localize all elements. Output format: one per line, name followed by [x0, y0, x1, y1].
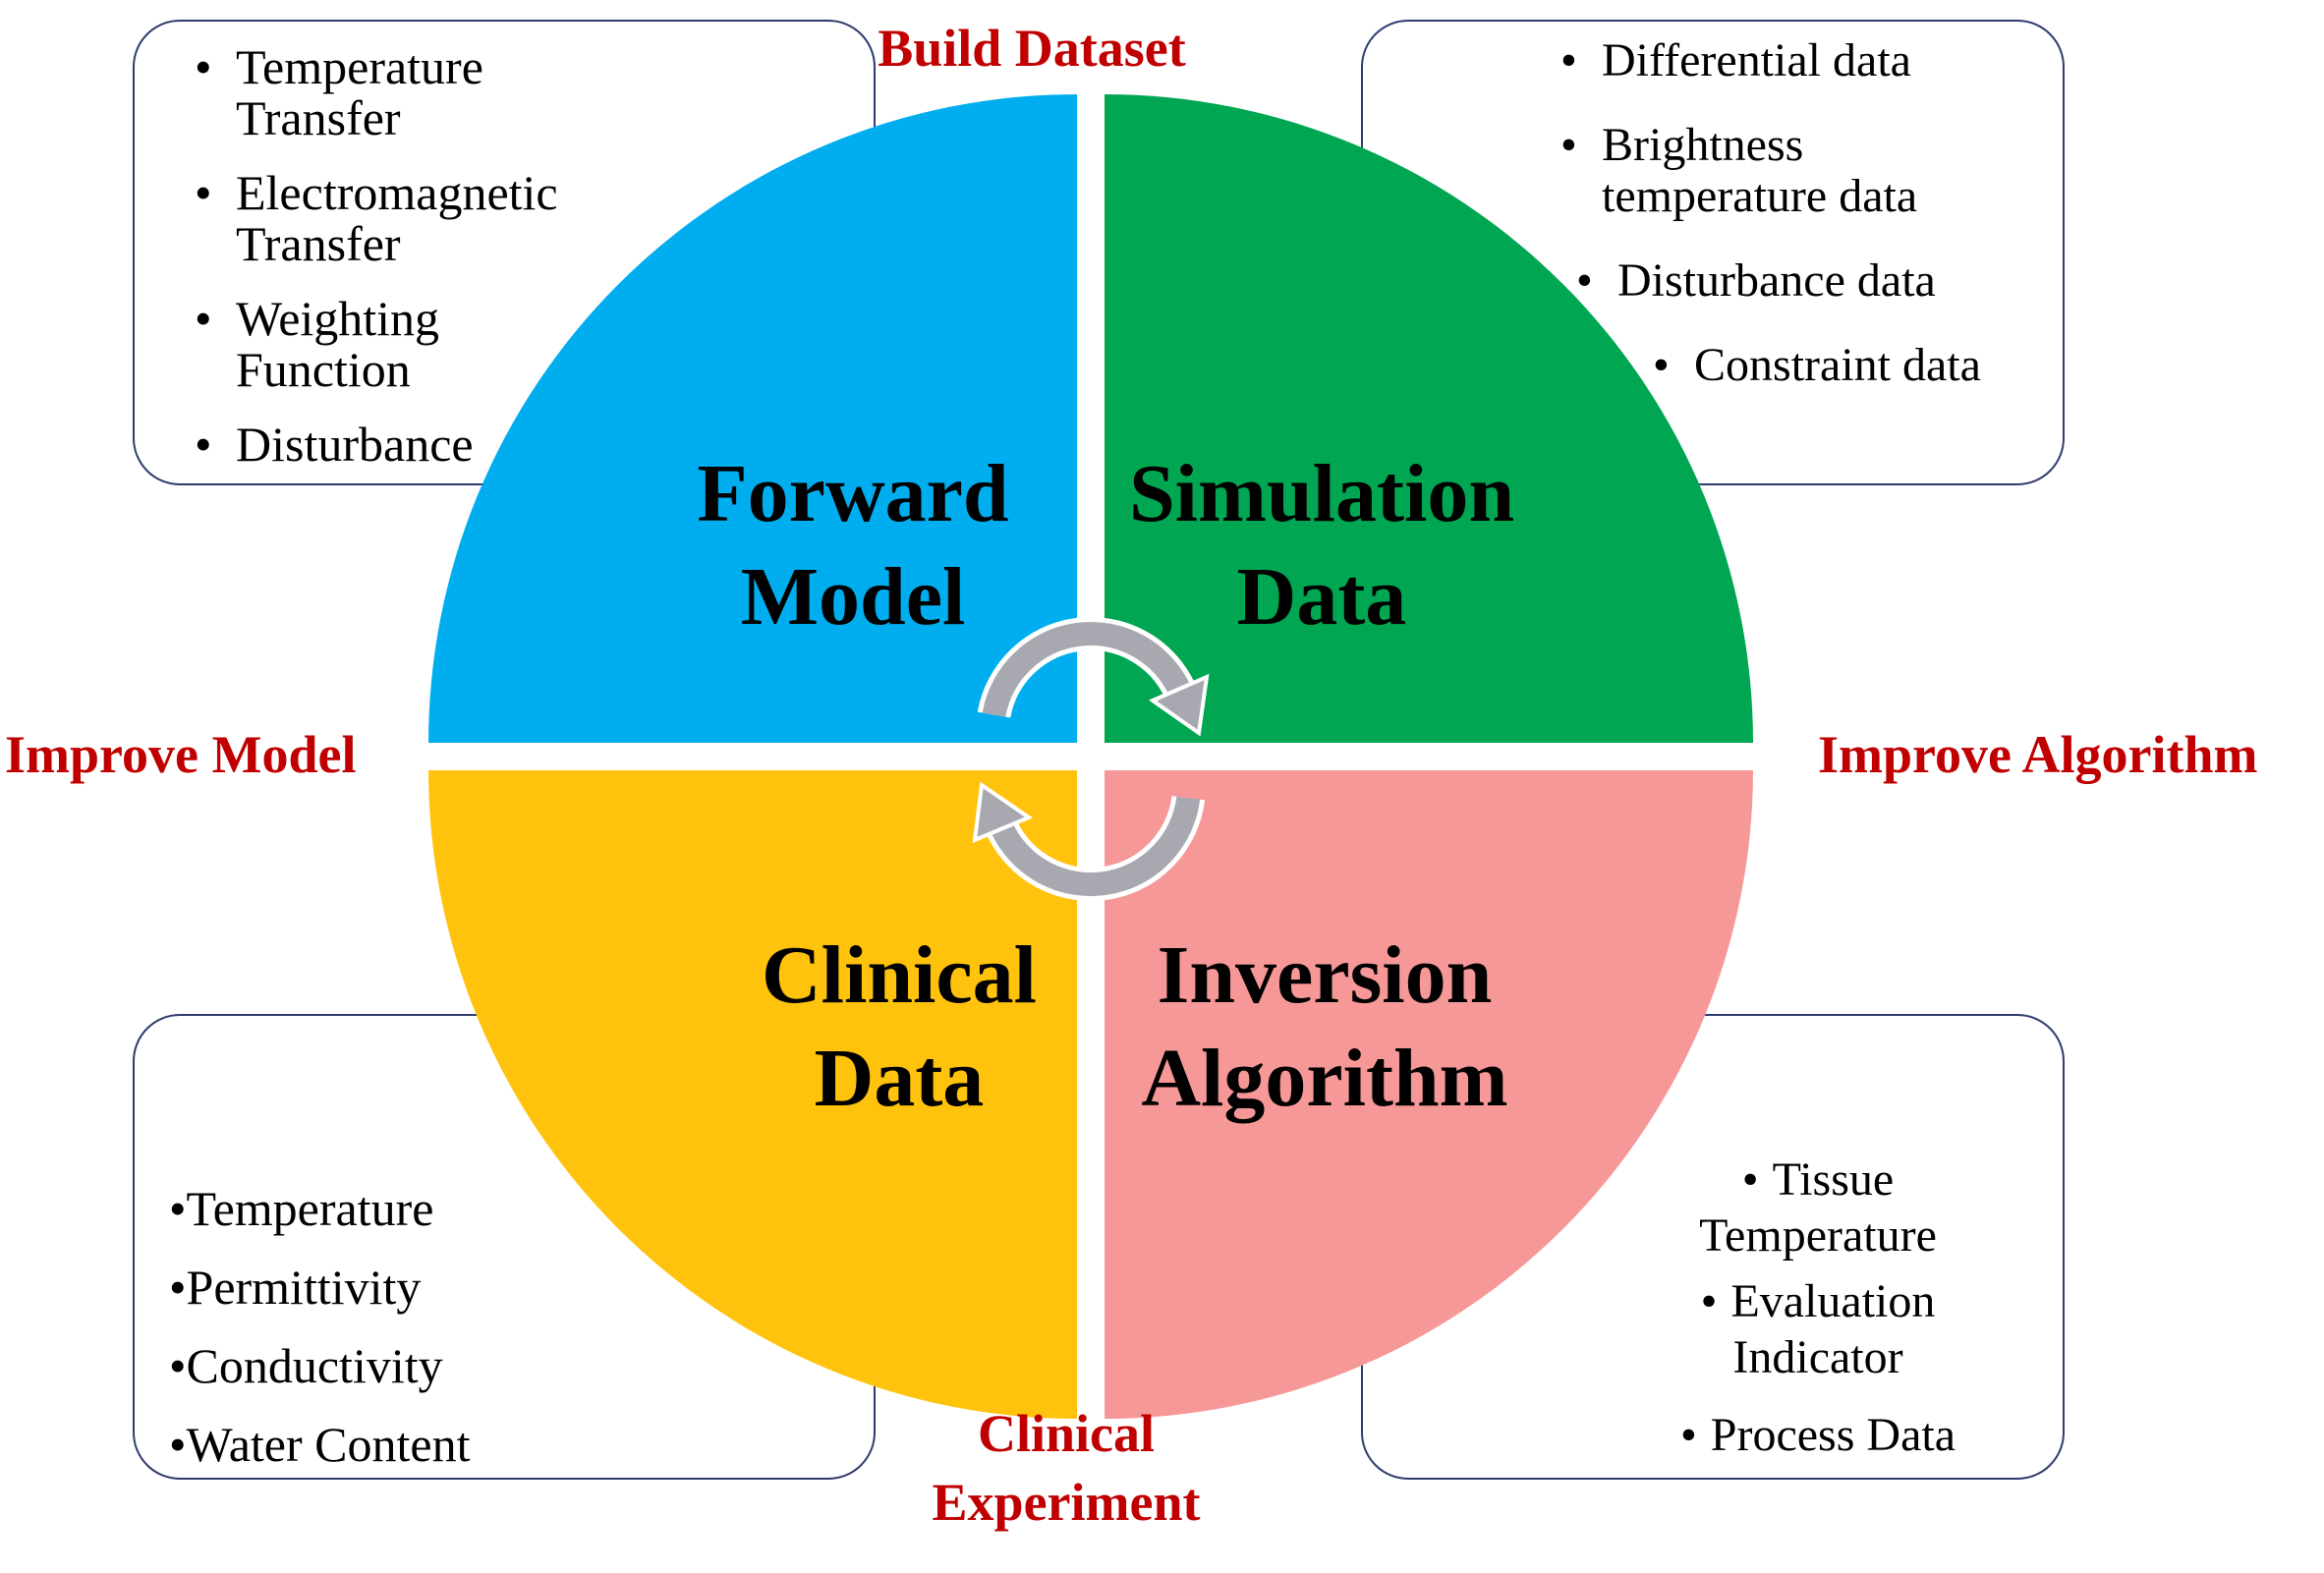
list-item-text: Temperature Transfer	[236, 39, 483, 145]
list-item-text: Water Content	[186, 1417, 471, 1472]
list-item-text: Disturbance data	[1617, 254, 1936, 307]
bullet-icon: •	[1700, 1275, 1718, 1327]
list-item: • Weighting Function	[187, 293, 580, 395]
bullet-icon: •	[195, 417, 212, 472]
list-item-text: Differential data	[1602, 34, 1911, 86]
bullet-icon: •	[1560, 119, 1577, 171]
simulation-data-bullet-list: • Differential data • Brightness tempera…	[1553, 35, 2014, 424]
cycle-arrows-icon	[972, 616, 1210, 902]
clinical-experiment-label: Clinical Experiment	[932, 1404, 1201, 1532]
list-item: • Disturbance data	[1553, 255, 2014, 307]
list-item-text: Brightness temperature data	[1602, 119, 1918, 222]
inversion-algorithm-title: Inversion Algorithm	[1141, 929, 1508, 1124]
list-item: • Brightness temperature data	[1553, 120, 2014, 222]
list-item-text: Constraint data	[1694, 339, 1981, 391]
list-item-text: Disturbance	[236, 417, 474, 472]
bullet-icon: •	[1576, 254, 1593, 307]
list-item: •Process Data	[1621, 1407, 2014, 1463]
list-item-text: Tissue Temperature	[1699, 1153, 1937, 1262]
forward-model-bullet-list: • Temperature Transfer • Electromagnetic…	[187, 41, 580, 493]
clinical-data-title: Clinical Data	[761, 929, 1037, 1124]
simulation-data-title: Simulation Data	[1128, 448, 1515, 643]
list-item: •Evaluation Indicator	[1621, 1273, 2014, 1385]
list-item: • Temperature Transfer	[187, 41, 580, 143]
improve-model-label: Improve Model	[5, 725, 357, 784]
list-item: • Differential data	[1553, 35, 2014, 86]
list-item: •Water Content	[169, 1420, 631, 1469]
list-item: • Electromagnetic Transfer	[187, 167, 580, 269]
bullet-icon: •	[169, 1260, 187, 1315]
list-item: •Tissue Temperature	[1621, 1152, 2014, 1264]
list-item: • Disturbance	[187, 419, 580, 470]
list-item-text: Temperature	[186, 1181, 434, 1236]
inversion-algorithm-bullet-list: •Tissue Temperature •Evaluation Indicato…	[1621, 1152, 2014, 1473]
list-item-text: Weighting Function	[236, 291, 440, 397]
list-item: •Temperature	[169, 1184, 631, 1233]
bullet-icon: •	[1679, 1409, 1697, 1461]
list-item: •Conductivity	[169, 1341, 631, 1390]
bullet-icon: •	[169, 1338, 187, 1393]
list-item: • Constraint data	[1553, 340, 2014, 391]
list-item: •Permittivity	[169, 1263, 631, 1312]
list-item-text: Process Data	[1710, 1409, 1956, 1461]
list-item-text: Conductivity	[186, 1338, 443, 1393]
clinical-data-bullet-list: •Temperature •Permittivity •Conductivity…	[169, 1184, 631, 1498]
list-item-text: Evaluation Indicator	[1730, 1275, 1936, 1383]
bullet-icon: •	[195, 39, 212, 94]
bullet-icon: •	[1741, 1153, 1759, 1206]
bullet-icon: •	[1653, 339, 1670, 391]
list-item-text: Permittivity	[186, 1260, 422, 1315]
bullet-icon: •	[195, 165, 212, 220]
bullet-icon: •	[1560, 34, 1577, 86]
bullet-icon: •	[169, 1181, 187, 1236]
forward-model-title: Forward Model	[697, 448, 1009, 643]
improve-algorithm-label: Improve Algorithm	[1818, 725, 2258, 784]
bullet-icon: •	[169, 1417, 187, 1472]
build-dataset-label: Build Dataset	[878, 19, 1186, 78]
list-item-text: Electromagnetic Transfer	[236, 165, 558, 271]
bullet-icon: •	[195, 291, 212, 346]
